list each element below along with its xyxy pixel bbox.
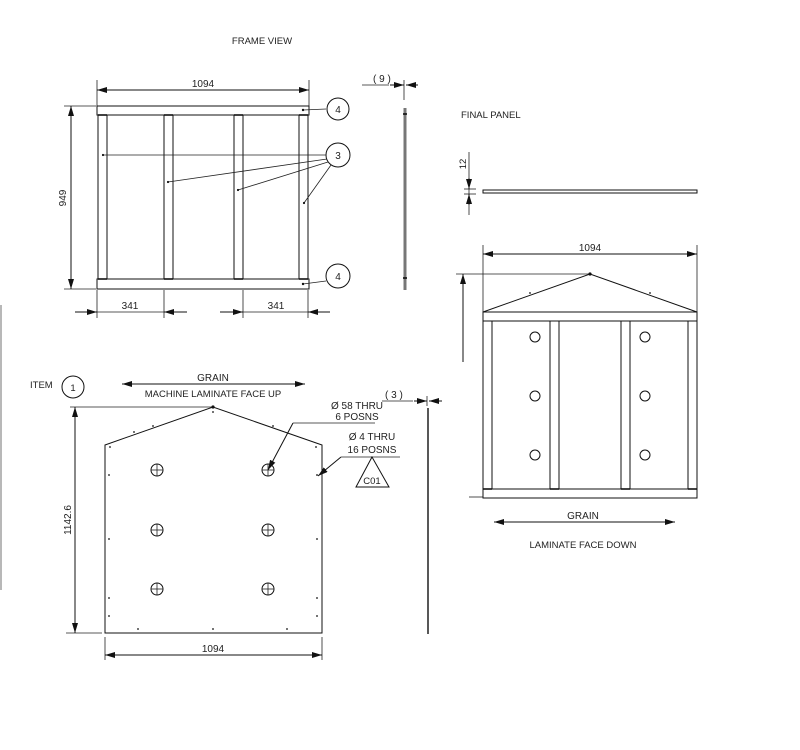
revision-flag-label: C01 [363,476,380,487]
side-view-frame: ( 9 ) [362,74,418,290]
final-panel-title: FINAL PANEL [461,110,521,121]
frame-width-label: 1094 [192,79,215,90]
large-holes [150,463,275,596]
panel-face-label: LAMINATE FACE DOWN [530,540,637,551]
balloon-middle-label: 3 [335,151,341,162]
frame-view-title: FRAME VIEW [232,36,292,47]
balloon-bottom-label: 4 [335,272,341,283]
small-hole-note-2: 16 POSNS [348,445,397,456]
item-panel: ITEM 1 GRAIN MACHINE LAMINATE FACE UP 11… [30,373,400,660]
frame-bottom-rail [96,278,310,290]
item-face-label: MACHINE LAMINATE FACE UP [145,389,282,400]
panel-thickness-label: 12 [458,159,469,170]
panel-width-label: 1094 [579,243,602,254]
item-width-label: 1094 [202,644,225,655]
frame-height-label: 949 [58,189,69,206]
frame-thickness-label: ( 9 ) [373,74,391,85]
item-label: ITEM [30,380,53,391]
frame-stile-4 [298,114,309,280]
large-hole-note-2: 6 POSNS [335,412,379,423]
frame-view: FRAME VIEW 1094 949 4 3 [58,36,351,318]
frame-stile-3 [233,114,244,280]
item-number: 1 [70,383,75,394]
left-offset-label: 341 [122,301,139,312]
frame-top-rail [96,105,310,116]
small-hole-note-1: Ø 4 THRU [349,432,396,443]
panel-edge-profile [482,189,698,194]
side-view-panel: ( 3 ) [382,390,442,634]
balloon-top [326,97,350,121]
frame-stile-2 [163,114,174,280]
item-height-label: 1142.6 [63,505,74,535]
balloon-bottom [325,263,351,289]
panel-gable [482,273,698,313]
panel-side-thickness-label: ( 3 ) [385,390,403,401]
frame-stile-1 [97,114,108,280]
balloon-top-label: 4 [335,105,341,116]
small-holes [108,405,318,630]
item-balloon [61,375,85,399]
revision-flag [355,455,390,488]
panel-body [482,311,698,499]
item-grain-label: GRAIN [197,373,229,384]
final-panel: FINAL PANEL 12 1094 [456,110,698,551]
item-panel-outline [104,406,323,634]
right-offset-label: 341 [268,301,285,312]
large-hole-note-1: Ø 58 THRU [331,401,383,412]
panel-grain-label: GRAIN [567,511,599,522]
